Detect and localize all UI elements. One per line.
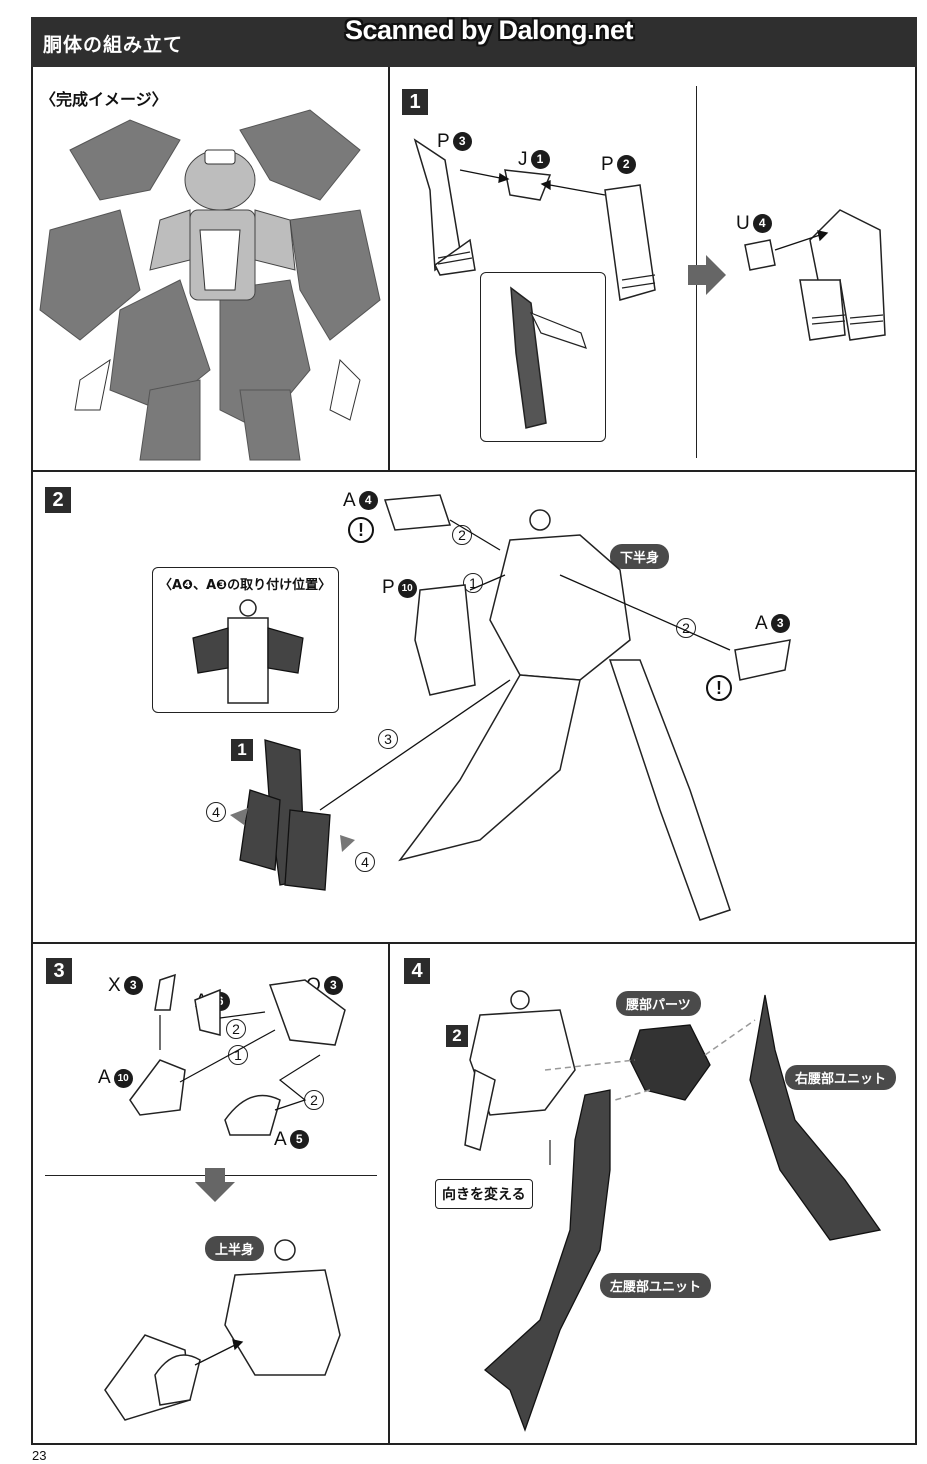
right-waist-unit-label: 右腰部ユニット	[785, 1065, 897, 1090]
left-waist-unit-label: 左腰部ユニット	[600, 1273, 712, 1298]
order-number-3: 3	[378, 729, 398, 749]
caution-icon-a3: !	[706, 675, 732, 701]
order-number-4a: 4	[206, 802, 226, 822]
step-4-badge: 4	[404, 958, 430, 984]
scan-watermark: Scanned by Dalong.net	[345, 15, 634, 45]
step3-result-illustration	[104, 1239, 341, 1421]
step1-parts-illustration	[413, 138, 656, 301]
sub-assembly-ref-1: 1	[231, 739, 253, 761]
step-3-badge: 3	[46, 958, 72, 984]
order-number-2a: 2	[452, 525, 472, 545]
section-title: 胴体の組み立て	[43, 34, 184, 56]
step1-detail-inset	[480, 272, 606, 442]
sub-assembly-ref-2: 2	[446, 1025, 468, 1047]
section-header: 胴体の組み立て	[31, 17, 917, 67]
preview-title: 〈完成イメージ〉	[40, 90, 168, 109]
next-arrow-icon	[688, 255, 726, 295]
step-2-badge: 2	[45, 487, 71, 513]
upper-body-label: 上半身	[205, 1236, 265, 1261]
order-number-4b: 4	[355, 852, 375, 872]
down-arrow-icon	[195, 1168, 235, 1202]
completed-figure-illustration	[39, 109, 381, 461]
inset-title: 〈A❹、A❸の取り付け位置〉	[159, 578, 332, 593]
divider-row1	[31, 470, 917, 472]
divider-col-bottom	[388, 943, 390, 1445]
attachment-position-inset: 〈A❹、A❸の取り付け位置〉	[152, 567, 339, 713]
step2-assembly-illustration	[230, 494, 791, 921]
caution-icon-a4: !	[348, 517, 374, 543]
divider-row2	[31, 942, 917, 944]
order-number-1: 1	[463, 573, 483, 593]
page-number: 23	[32, 1448, 47, 1463]
step4-assembly-illustration	[464, 990, 882, 1432]
step3-parts-illustration	[129, 973, 346, 1136]
step-1-badge: 1	[402, 89, 428, 115]
step1-result-illustration	[744, 209, 886, 341]
turn-around-label: 向きを変える	[435, 1179, 533, 1209]
waist-parts-label: 腰部パーツ	[616, 991, 701, 1016]
lower-body-label: 下半身	[610, 544, 670, 569]
darkened-part-illustration	[510, 286, 587, 429]
divider-col-top	[388, 67, 390, 471]
attachment-position-illustration	[192, 599, 304, 704]
step3-order-2a: 2	[226, 1019, 246, 1039]
